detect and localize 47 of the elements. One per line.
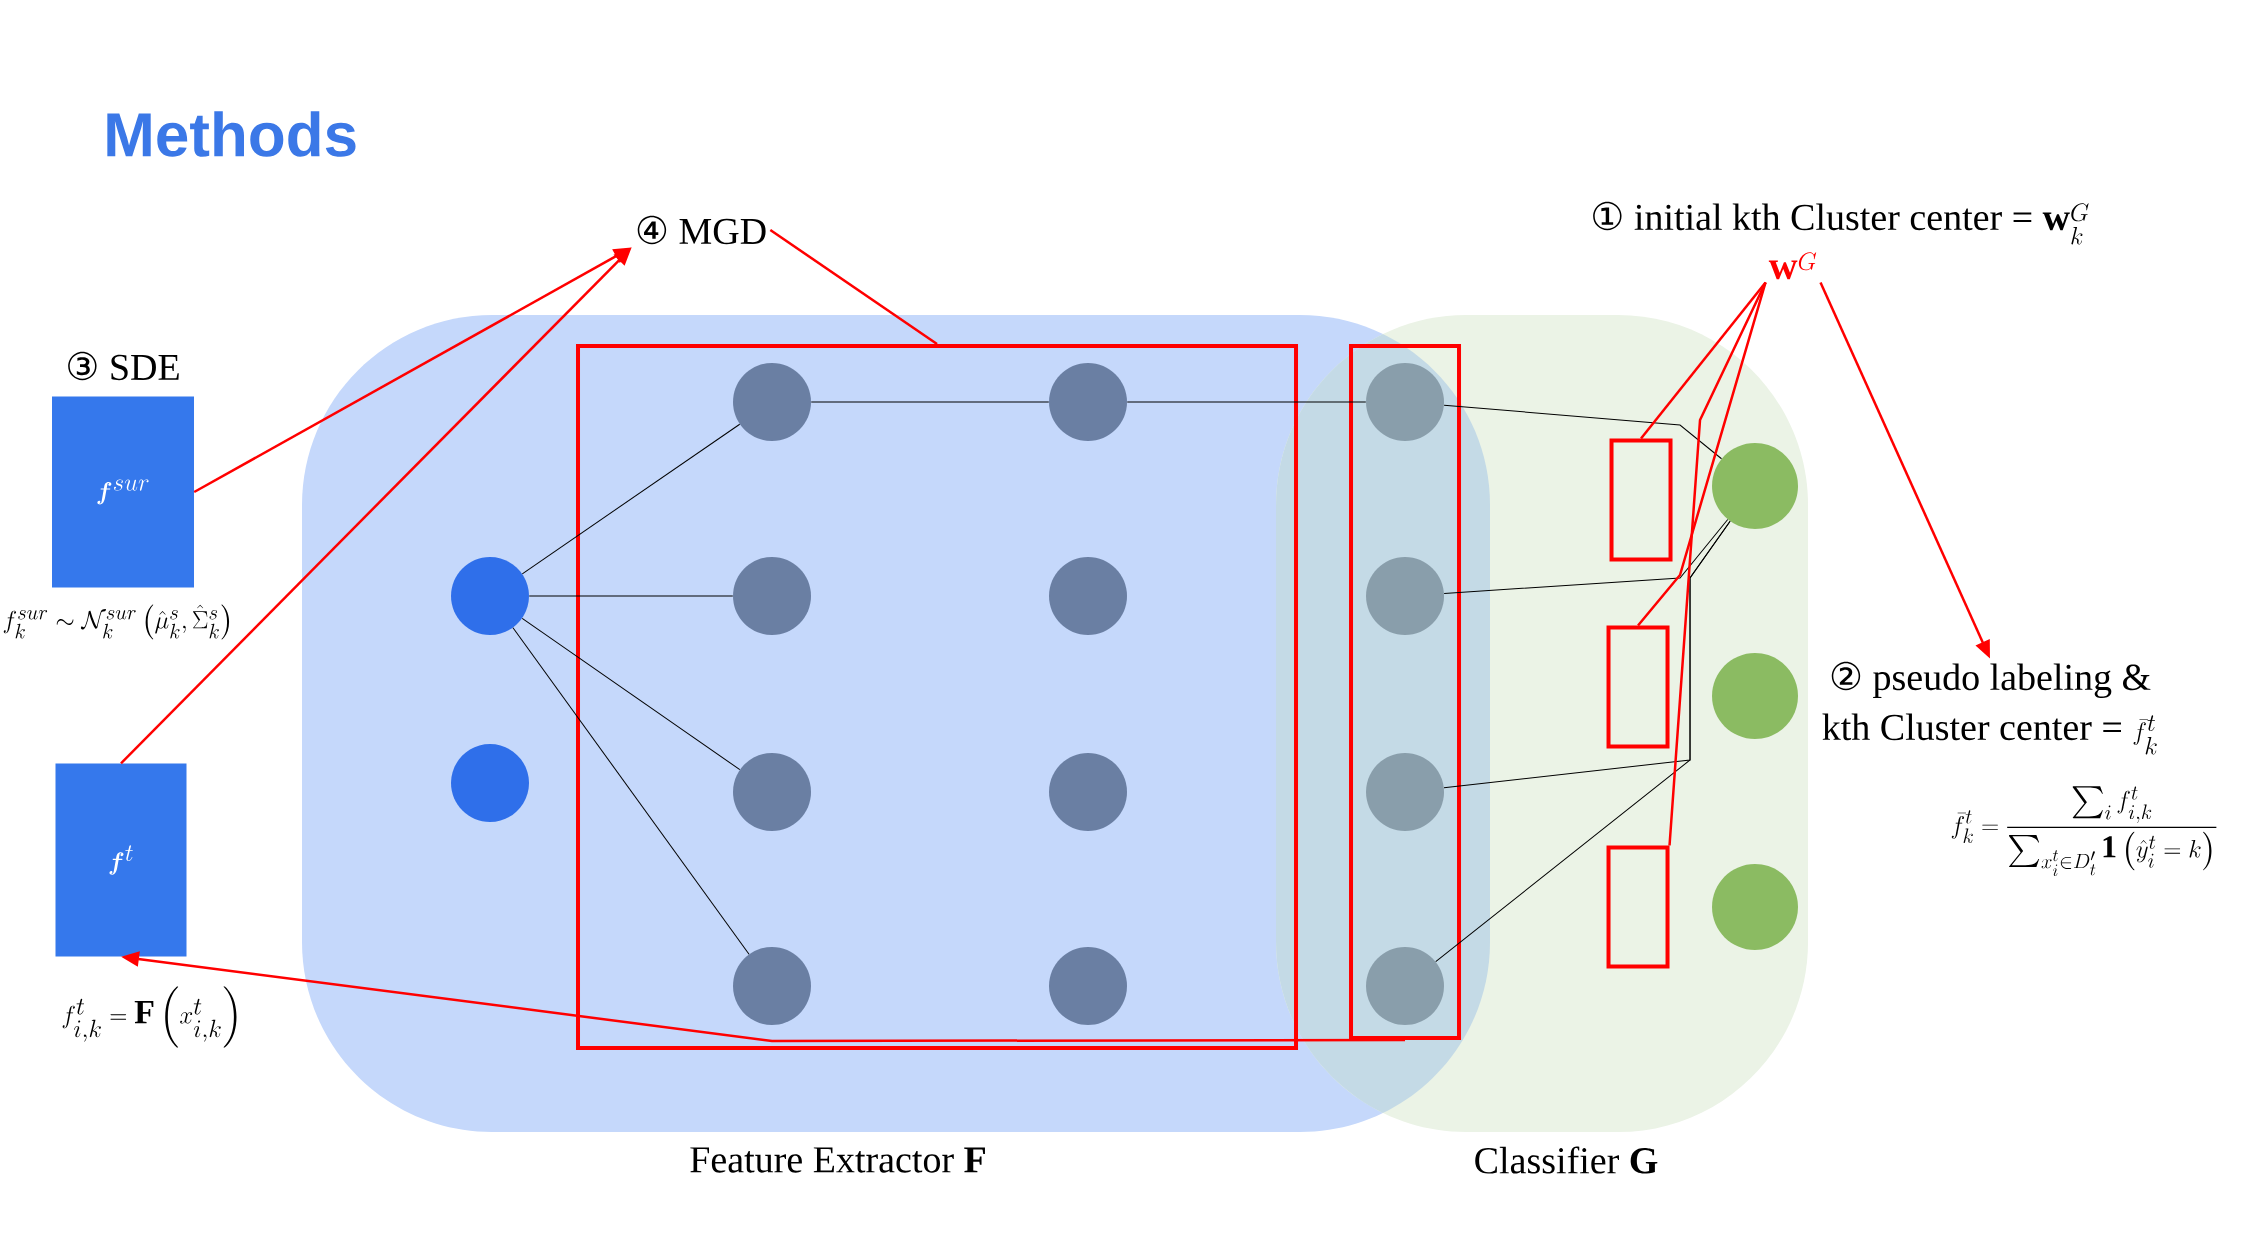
feature-box: $\boldsymbol{f}^{t}$ [55,763,187,957]
feature-box: $\boldsymbol{f}^{sur}$ [52,396,194,588]
layer-selection-box [576,344,1298,1050]
neuron-circle [1366,557,1444,635]
neuron-circle [1366,753,1444,831]
weight-selection-box [1606,845,1670,969]
neuron-circle [451,744,529,822]
neuron-circle [1366,363,1444,441]
step-label: ① initial kth Cluster center = $\mathbf{w}_k^G$ [1593,201,2089,245]
step-label: ④ MGD [637,215,766,245]
connector-line [1668,281,1767,846]
neuron-circle [733,947,811,1025]
weight-label: $\mathbf{w}^G$ [1768,252,1817,280]
connector-line [1126,401,1367,403]
formula: $\bar{f}_k^t = \frac{\sum_i f_{i,k}^t}{\sum_{x_i^t \in D_t'} \mathbf{1}\left(\hat{y}_i^t = k\right)}$ [1951,786,2217,877]
connector-line [521,617,741,771]
neuron-circle [1712,443,1798,529]
step-label: ② pseudo labeling & kth Cluster center = $\bar{f}_k^t$ [1822,661,2157,755]
box-heading: ③ SDE [68,351,179,381]
connector-line [1435,520,1731,963]
connector-line [1637,282,1767,627]
neuron-circle [733,557,811,635]
connector-line [1443,519,1729,594]
neuron-circle [733,363,811,441]
neuron-circle [1049,363,1127,441]
formula: $f_{i,k}^t = \mathbf{F}\left(x_{i,k}^t\right)$ [62,986,237,1048]
connector-line [512,627,750,955]
connector-line [1640,281,1767,440]
weight-selection-box [1609,438,1673,562]
title: Methods [107,111,356,157]
connector-line [521,423,741,575]
neuron-circle [733,753,811,831]
neuron-circle [1049,557,1127,635]
neuron-circle [1049,947,1127,1025]
layer-selection-box [1349,344,1461,1040]
neuron-circle [1049,753,1127,831]
region-label: Feature Extractor F [690,1147,985,1173]
region-label: Classifier G [1475,1146,1658,1174]
connector-line [1443,404,1722,460]
connector-line [528,595,734,597]
neuron-circle [1712,864,1798,950]
neuron-circle [451,557,529,635]
weight-selection-box [1606,625,1670,749]
neuron-circle [1712,653,1798,739]
neuron-circle [1366,947,1444,1025]
formula: $f_k^{sur} \sim \mathcal{N}_k^{sur}\left(\hat{\mu}_k^s,\hat{\Sigma}_k^s\right)$ [3,604,230,640]
connector-line [810,401,1050,403]
